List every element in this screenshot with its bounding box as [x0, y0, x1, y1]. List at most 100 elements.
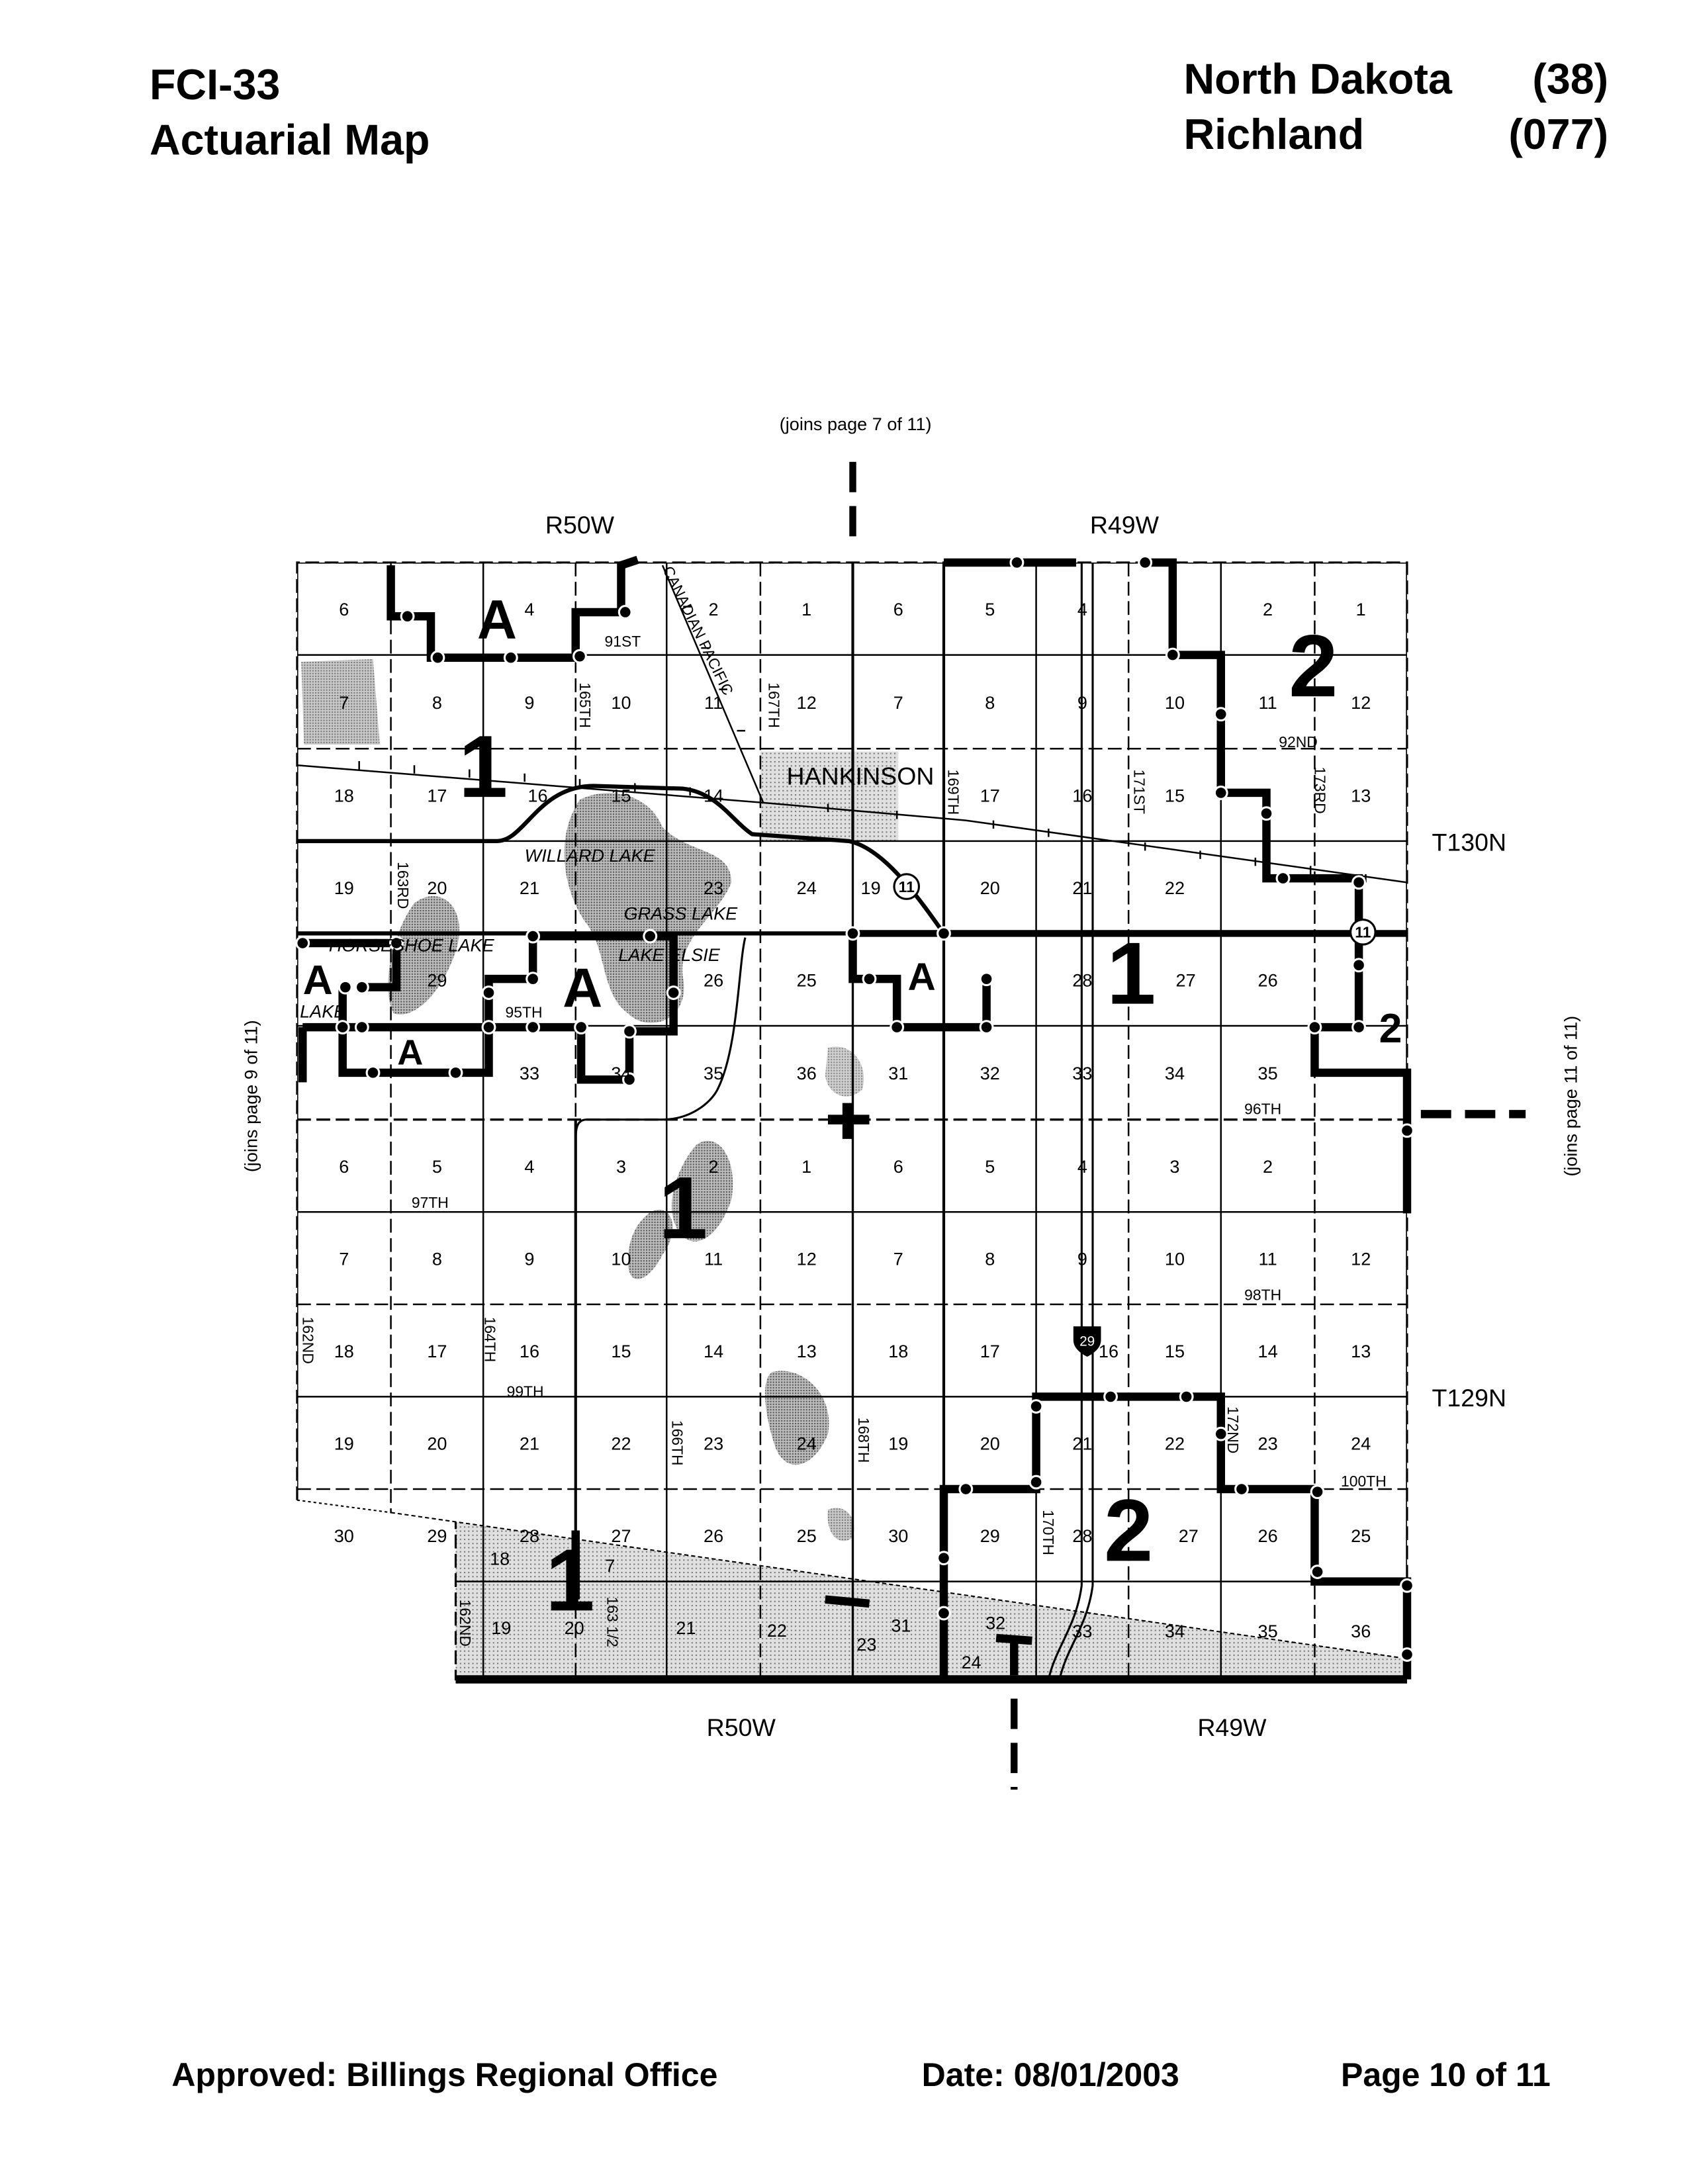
- section-number: 24: [797, 1433, 817, 1454]
- boundary-point: [1400, 1123, 1414, 1138]
- section-number: 34: [611, 1063, 631, 1083]
- boundary-point: [572, 649, 587, 664]
- join-left-label: (joins page 9 of 11): [241, 1020, 261, 1172]
- section-number: 16: [1099, 1341, 1118, 1361]
- section-number: 28: [1072, 1525, 1092, 1546]
- horseshoe-lake-shape: [388, 895, 460, 1015]
- section-number: 29: [980, 1525, 1000, 1546]
- section-number: 13: [1351, 1341, 1371, 1361]
- range-label-r50w-top: R50W: [545, 511, 615, 539]
- township-label-t130n: T130N: [1432, 828, 1507, 856]
- section-number: 17: [427, 785, 447, 805]
- interstate-29-curve-b: [1058, 1585, 1094, 1680]
- county-name: Richland: [1184, 111, 1365, 158]
- section-number: 18: [334, 1341, 354, 1361]
- section-number: 35: [1258, 1063, 1278, 1083]
- boundary-stub-sec31: [825, 1595, 870, 1608]
- section-number: 3: [1169, 1156, 1179, 1177]
- boundary-point: [958, 1482, 974, 1496]
- boundary-point: [335, 1020, 350, 1035]
- boundary-point: [666, 985, 681, 1000]
- boundary-point: [1028, 1475, 1044, 1490]
- section-number: 6: [339, 1156, 349, 1177]
- section-number: 31: [891, 1615, 911, 1636]
- section-number: 9: [1077, 1248, 1087, 1269]
- rate-area-label-a: A: [477, 589, 517, 651]
- road-label-91st: 91ST: [605, 633, 641, 650]
- boundary-point: [1213, 1426, 1228, 1441]
- boundary-point: [1009, 555, 1025, 570]
- road-label-100th: 100TH: [1341, 1473, 1387, 1490]
- boundary-point: [1213, 785, 1228, 800]
- section-number: 28: [1072, 970, 1092, 991]
- boundary-point: [448, 1065, 463, 1080]
- section-number: 27: [1176, 970, 1196, 991]
- section-number: 30: [888, 1525, 908, 1546]
- section-number: 17: [980, 785, 1000, 805]
- county-line-dotted: [297, 1499, 391, 1514]
- lake-label-lake: LAKE: [300, 1001, 346, 1022]
- section-number: 36: [797, 1063, 817, 1083]
- boundary-area-2-south: [939, 1392, 1412, 1680]
- boundary-point: [1310, 1565, 1325, 1579]
- section-number: 18: [888, 1341, 908, 1361]
- boundary-point: [979, 972, 994, 987]
- section-number: 16: [1072, 785, 1092, 805]
- south-township-sections: 18 7 19 20 21 22 23 24: [490, 1549, 981, 1672]
- section-number: 12: [797, 1248, 817, 1269]
- boundary-point: [295, 936, 310, 950]
- state-code: (38): [1532, 56, 1608, 103]
- section-number: 20: [427, 1433, 447, 1454]
- lake-label-horseshoe: HORSESHOE LAKE: [329, 935, 495, 956]
- road-label-163rd: 163RD: [394, 862, 412, 909]
- section-number: 4: [1077, 1156, 1087, 1177]
- section-number: 11: [1259, 1248, 1277, 1269]
- boundary-point: [1234, 1482, 1249, 1496]
- shield-nd11-east: 11: [1349, 919, 1377, 946]
- form-id: FCI-33: [150, 61, 280, 109]
- section-number: 21: [1072, 1433, 1092, 1454]
- section-number: 22: [1165, 1433, 1185, 1454]
- rate-area-label-a: A: [563, 957, 602, 1019]
- boundary-point: [622, 1072, 637, 1087]
- road-label-92nd: 92ND: [1279, 733, 1318, 751]
- section-number: 19: [888, 1433, 908, 1454]
- boundary-point: [1400, 1578, 1414, 1593]
- boundary-point: [481, 1020, 496, 1035]
- section-number: 6: [339, 599, 349, 619]
- section-number: 25: [797, 970, 817, 991]
- section-number: 10: [1165, 692, 1185, 713]
- section-number: 10: [1165, 1248, 1185, 1269]
- section-number: 14: [704, 1341, 723, 1361]
- section-number: 32: [980, 1063, 1000, 1083]
- section-number: 25: [797, 1525, 817, 1546]
- section-number: 32: [985, 1612, 1005, 1633]
- section-number: 23: [704, 878, 723, 898]
- join-top-label: (joins page 7 of 11): [780, 414, 932, 434]
- section-number: 2: [1263, 1156, 1273, 1177]
- section-number: 16: [527, 785, 547, 805]
- boundary-point: [622, 1024, 637, 1039]
- shield-interstate-29: 29: [1073, 1326, 1101, 1357]
- section-number: 5: [985, 1156, 995, 1177]
- section-number: 25: [1351, 1525, 1371, 1546]
- section-number: 23: [704, 1433, 723, 1454]
- section-number: 20: [980, 878, 1000, 898]
- boundary-point: [1103, 1389, 1118, 1404]
- section-number: 29: [427, 970, 447, 991]
- page-number: Page 10 of 11: [1341, 2056, 1551, 2093]
- lake-shape-sec25: [827, 1508, 854, 1541]
- town-label-hankinson: HANKINSON: [787, 762, 935, 790]
- section-number: 9: [524, 692, 534, 713]
- shield-nd11-west: 11: [893, 873, 921, 900]
- boundary-point: [430, 650, 445, 665]
- boundary-point: [574, 1020, 589, 1035]
- road-label-169th: 169TH: [944, 770, 962, 815]
- road-labels: 91ST 165TH 167TH 169TH 171ST 92ND 173RD …: [299, 633, 1387, 1647]
- boundary-point: [525, 972, 541, 987]
- section-number: 34: [1165, 1621, 1185, 1641]
- boundary-point: [1213, 707, 1228, 722]
- boundary-point: [1165, 647, 1180, 662]
- rate-area-label-2: 2: [1104, 1481, 1153, 1580]
- section-number: 1: [801, 599, 811, 619]
